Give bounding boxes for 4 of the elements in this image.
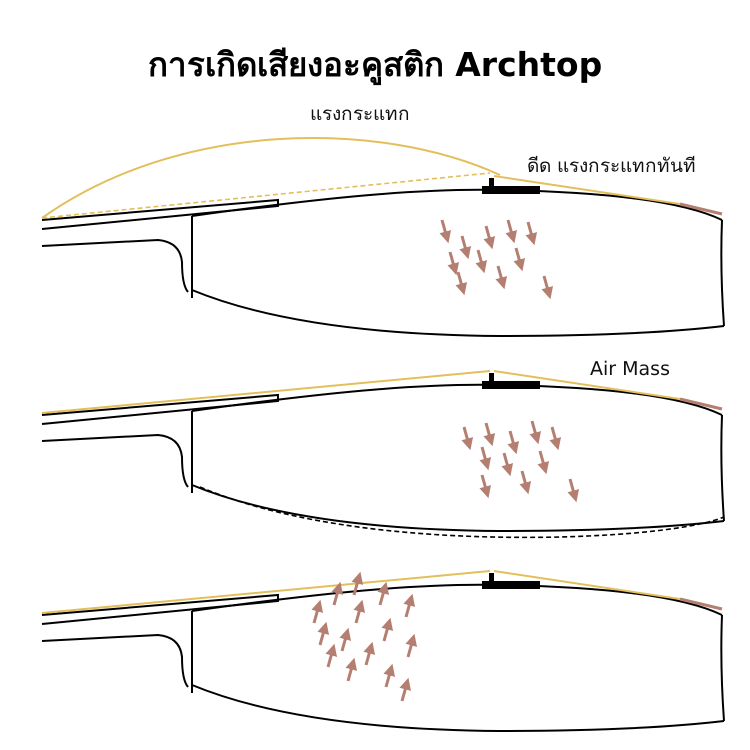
- annotation-label: ดีด แรงกระแทกทันที: [527, 154, 696, 179]
- annotation-label: Air Mass: [590, 358, 670, 380]
- annotation-label: แรงกระแทก: [310, 102, 410, 127]
- title: การเกิดเสียงอะคูสติก Archtop: [146, 44, 604, 88]
